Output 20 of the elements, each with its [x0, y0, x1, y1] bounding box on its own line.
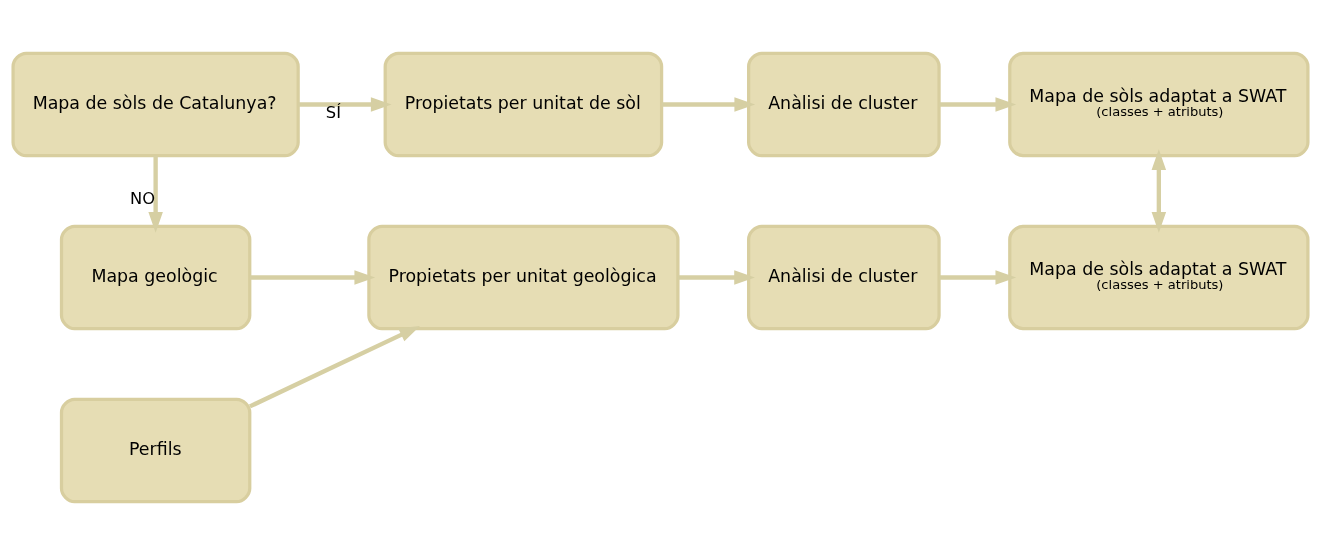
node-box: Mapa de sòls de Catalunya? [11, 51, 300, 158]
node-box: Anàlisi de cluster [747, 224, 941, 331]
node-box: Mapa de sòls adaptat a SWAT (classes + atributs) [1008, 51, 1310, 158]
arrow [661, 97, 756, 112]
node-box: Perfils [59, 397, 252, 504]
edge-label: NO [130, 188, 156, 208]
arrow [298, 97, 392, 112]
arrow [678, 270, 755, 285]
arrow [249, 270, 376, 285]
node-box: Mapa geològic [59, 224, 252, 331]
node-box: Propietats per unitat de sòl [383, 51, 664, 158]
arrow [939, 270, 1017, 285]
arrow [939, 97, 1017, 112]
node-box: Mapa de sòls adaptat a SWAT (classes + atributs) [1008, 224, 1310, 331]
node-box: Propietats per unitat geològica [367, 224, 680, 331]
arrow [249, 325, 420, 409]
edge-label: SÍ [325, 102, 342, 122]
node-box: Anàlisi de cluster [747, 51, 941, 158]
arrow [1151, 149, 1167, 233]
arrow [148, 155, 163, 233]
